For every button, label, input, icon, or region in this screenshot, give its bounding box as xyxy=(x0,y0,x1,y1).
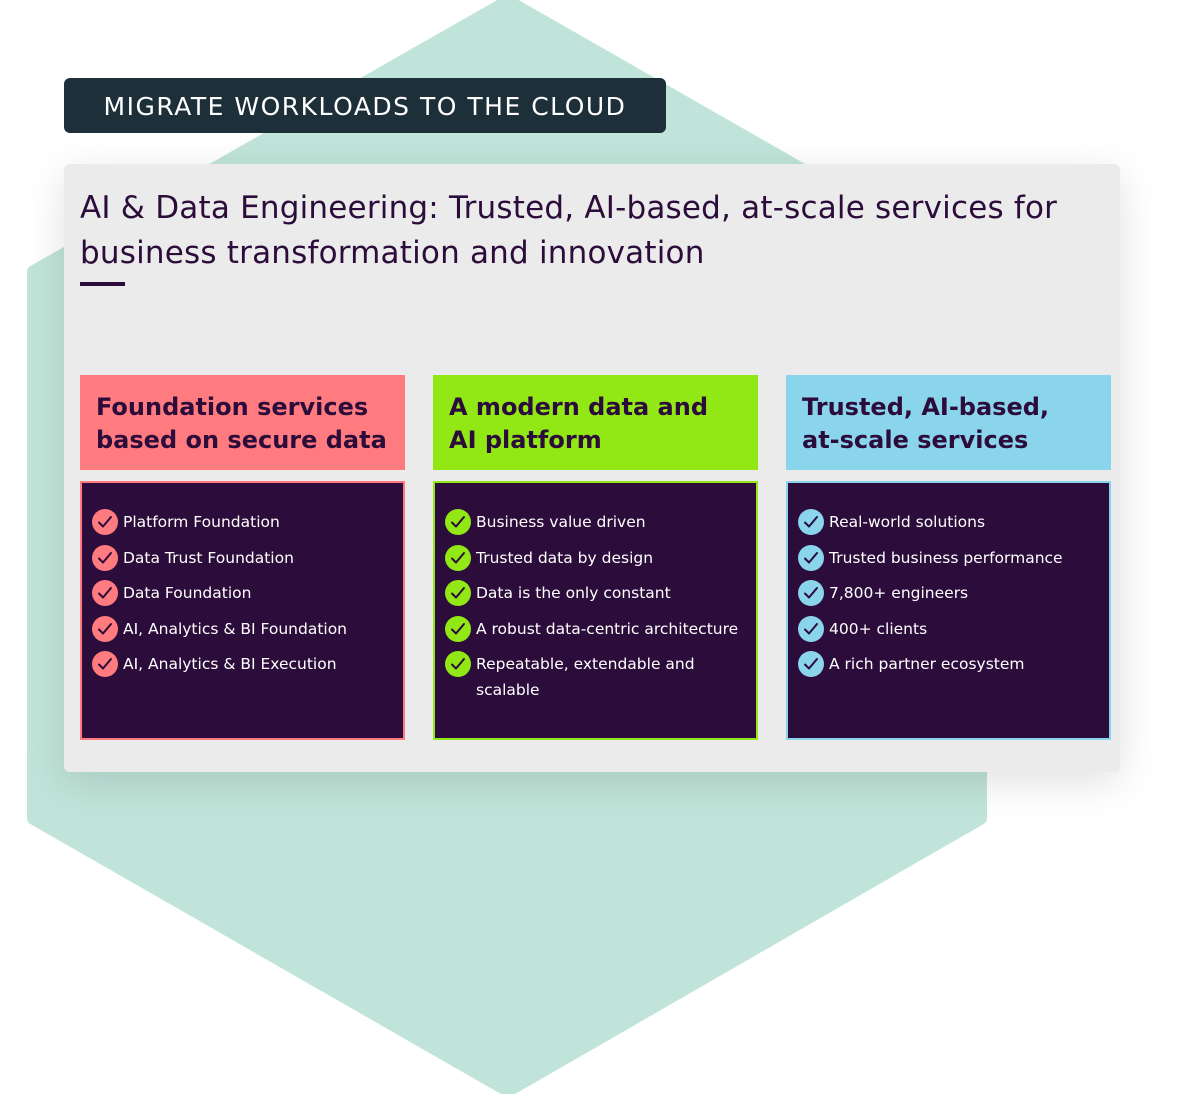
column-heading: Trusted, AI-based, at-scale services xyxy=(786,375,1111,470)
list-item-label: Data is the only constant xyxy=(476,584,671,602)
list-item: Trusted data by design xyxy=(445,544,746,571)
list-item: A rich partner ecosystem xyxy=(798,651,1099,677)
list-item-label: Real-world solutions xyxy=(829,513,986,531)
list-item: A robust data-centric architecture xyxy=(445,615,746,642)
column-1: Foundation services based on secure data… xyxy=(80,375,405,740)
check-circle-icon xyxy=(92,509,118,535)
list-item-label: Repeatable, extendable and scalable xyxy=(476,655,695,699)
list-item: 7,800+ engineers xyxy=(798,580,1099,606)
check-circle-icon xyxy=(92,544,118,571)
section-badge: MIGRATE WORKLOADS TO THE CLOUD xyxy=(64,78,666,133)
check-circle-icon xyxy=(798,580,824,606)
list-item: Repeatable, extendable and scalable xyxy=(445,651,746,703)
list-item: Data Foundation xyxy=(92,580,393,606)
list-item: Real-world solutions xyxy=(798,509,1099,535)
list-item-label: 7,800+ engineers xyxy=(829,584,969,602)
title-underline xyxy=(80,282,125,286)
check-circle-icon xyxy=(92,651,118,677)
check-circle-icon xyxy=(445,580,471,606)
check-circle-icon xyxy=(798,615,824,642)
list-item-label: Platform Foundation xyxy=(123,513,280,531)
list-item: AI, Analytics & BI Foundation xyxy=(92,615,393,642)
list-item: 400+ clients xyxy=(798,615,1099,642)
list-item-label: A rich partner ecosystem xyxy=(829,655,1025,673)
check-circle-icon xyxy=(798,544,824,571)
list-item-label: AI, Analytics & BI Foundation xyxy=(123,619,348,638)
check-circle-icon xyxy=(798,651,824,677)
check-circle-icon xyxy=(92,615,118,642)
list-item-label: Data Trust Foundation xyxy=(123,548,294,567)
list-item-label: Trusted business performance xyxy=(829,548,1063,567)
column-heading: Foundation services based on secure data xyxy=(80,375,405,470)
check-circle-icon xyxy=(445,651,471,677)
list-item: Platform Foundation xyxy=(92,509,393,535)
list-item: Data is the only constant xyxy=(445,580,746,606)
check-circle-icon xyxy=(798,509,824,535)
check-circle-icon xyxy=(92,580,118,606)
check-circle-icon xyxy=(445,544,471,571)
check-circle-icon xyxy=(445,509,471,535)
check-circle-icon xyxy=(445,615,471,642)
list-item-label: Business value driven xyxy=(476,513,646,531)
list-item: Data Trust Foundation xyxy=(92,544,393,571)
list-item-label: Data Foundation xyxy=(123,584,252,602)
column-heading: A modern data and AI platform xyxy=(433,375,758,470)
page-title: AI & Data Engineering: Trusted, AI-based… xyxy=(80,190,1058,271)
list-item: Business value driven xyxy=(445,509,746,535)
list-item: AI, Analytics & BI Execution xyxy=(92,651,393,677)
list-item-label: A robust data-centric architecture xyxy=(476,619,739,638)
content-card: AI & Data Engineering: Trusted, AI-based… xyxy=(64,164,1120,772)
list-item-label: 400+ clients xyxy=(829,619,928,638)
list-item-label: Trusted data by design xyxy=(476,548,654,567)
list-item: Trusted business performance xyxy=(798,544,1099,571)
list-item-label: AI, Analytics & BI Execution xyxy=(123,655,337,673)
